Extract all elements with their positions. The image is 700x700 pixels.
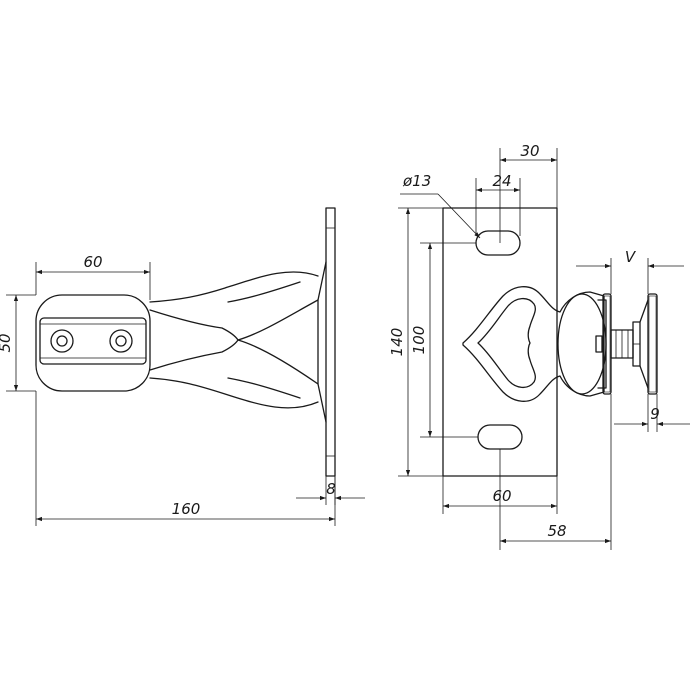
- svg-text:140: 140: [388, 328, 406, 357]
- svg-text:24: 24: [492, 172, 511, 190]
- dim-pad-width: 60: [35, 253, 151, 300]
- side-view: 60 50 160 8: [0, 207, 365, 526]
- side-wall-plate: [325, 207, 336, 477]
- slot-top: [475, 230, 521, 256]
- dim-adjust-range: V: [576, 248, 684, 294]
- dim-total-length: 160: [35, 391, 336, 526]
- screw-head-right: [109, 329, 133, 353]
- svg-text:ø13: ø13: [402, 172, 431, 190]
- screw-head-left: [50, 329, 74, 353]
- svg-text:100: 100: [410, 326, 428, 355]
- slot-bottom: [477, 424, 523, 450]
- dim-hole-spacing: 100: [410, 242, 478, 438]
- svg-text:9: 9: [650, 405, 660, 423]
- svg-text:V: V: [625, 248, 637, 266]
- dim-projection: 58: [499, 394, 612, 550]
- dim-plate-thickness: 8: [296, 476, 365, 505]
- svg-text:58: 58: [547, 522, 566, 540]
- svg-text:60: 60: [83, 253, 102, 271]
- svg-text:30: 30: [520, 142, 539, 160]
- front-view: ø13 24 30 140 100: [388, 142, 690, 550]
- dim-pad-height: 50: [0, 294, 36, 392]
- dim-slot-diameter: ø13: [400, 172, 481, 239]
- dim-slot-width: 24: [475, 172, 521, 236]
- dim-plate-height: 140: [388, 207, 443, 477]
- svg-text:60: 60: [492, 487, 511, 505]
- svg-text:50: 50: [0, 333, 14, 352]
- side-arm: [149, 271, 319, 409]
- front-wall-plate: [442, 207, 558, 477]
- front-body: [462, 286, 607, 402]
- adjust-knob: [602, 293, 658, 395]
- dim-knob-thickness: 9: [614, 394, 690, 432]
- svg-text:8: 8: [326, 480, 336, 498]
- dim-slot-offset: 30: [499, 142, 558, 243]
- svg-text:160: 160: [172, 500, 201, 518]
- side-pad: [35, 294, 151, 392]
